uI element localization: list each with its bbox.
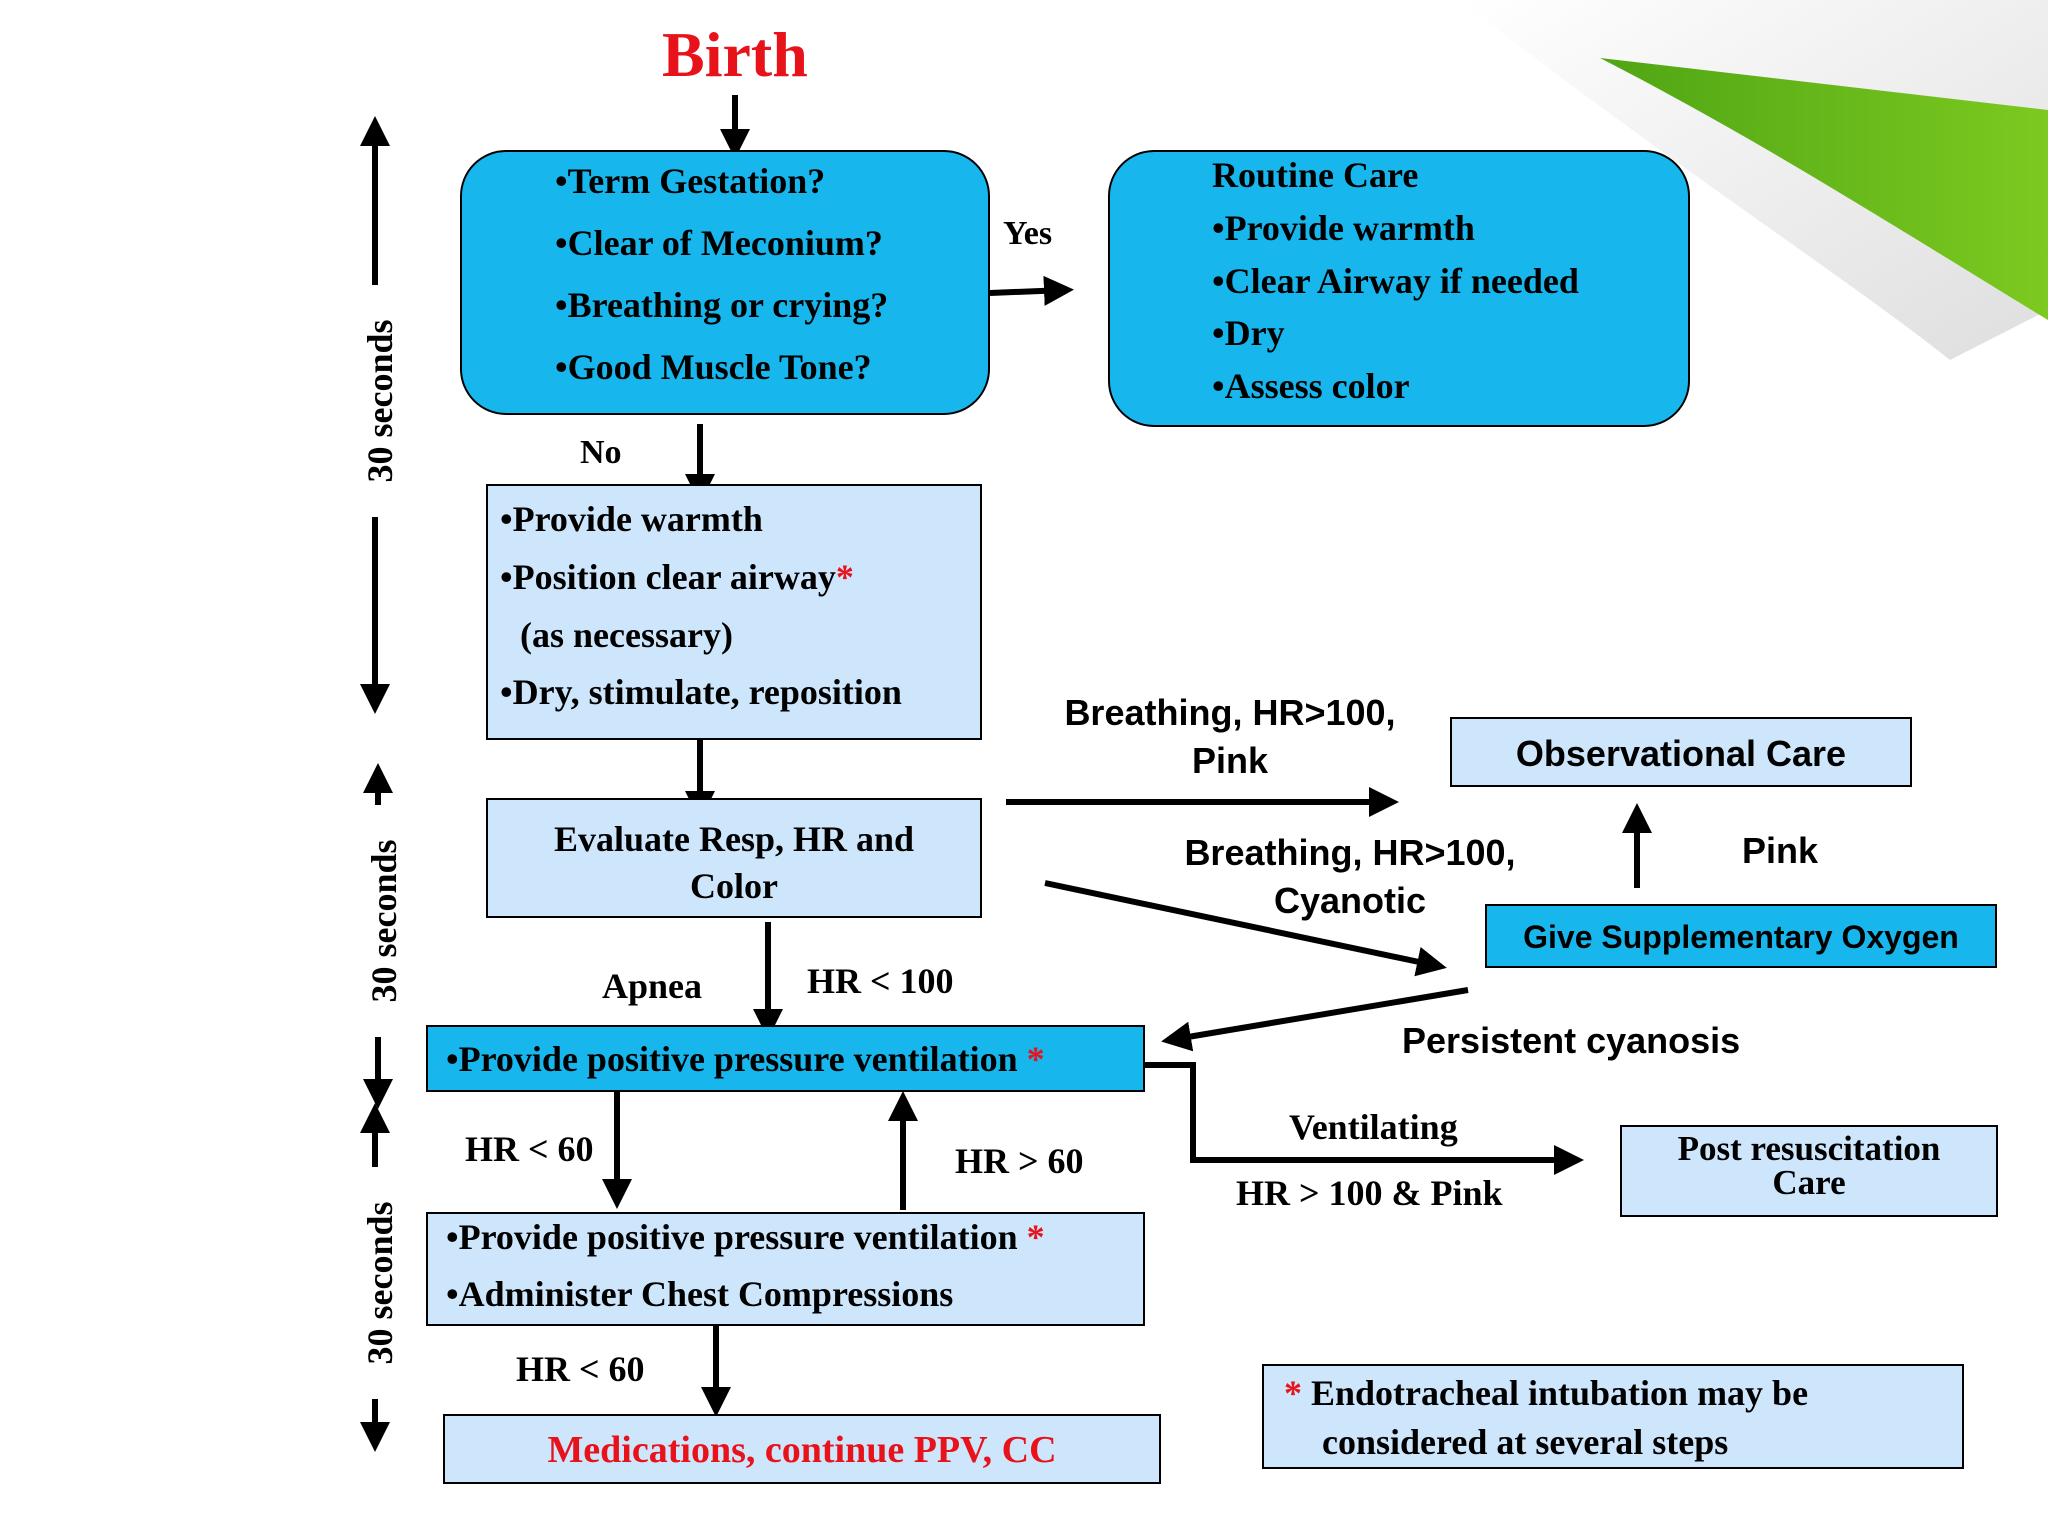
edge-label-hr-lt-60: HR < 60 [465, 1129, 594, 1169]
edge-label-breathing-pink: Breathing, HR>100, [1064, 692, 1396, 733]
ppv-compressions-line: •Administer Chest Compressions [446, 1274, 954, 1314]
edge-label-breathing-cyanotic: Cyanotic [1273, 880, 1427, 921]
ppv-label: •Provide positive pressure ventilation * [446, 1039, 1045, 1079]
supplementary-oxygen-label: Give Supplementary Oxygen [1523, 919, 1959, 955]
evaluate-line: Color [690, 866, 778, 906]
routine-care-item: •Clear Airway if needed [1212, 261, 1579, 301]
no-label: No [580, 434, 622, 471]
edge-label-ventilating: Ventilating [1289, 1107, 1458, 1147]
edge-label-hr-ge-100-pink: HR > 100 & Pink [1236, 1173, 1503, 1213]
question-item: •Term Gestation? [555, 161, 826, 201]
intubation-note-box: * Endotracheal intubation may be conside… [1262, 1364, 1964, 1469]
evaluate-box: Evaluate Resp, HR and Color [486, 798, 982, 918]
routine-care-heading: Routine Care [1212, 155, 1419, 195]
edge-label-hr-gt-60: HR > 60 [955, 1141, 1084, 1181]
intubation-note-line: * Endotracheal intubation may be [1284, 1373, 1809, 1413]
supplementary-oxygen-box: Give Supplementary Oxygen [1485, 904, 1997, 968]
intubation-star-marker: * [1026, 1039, 1045, 1079]
routine-care-box: Routine Care •Provide warmth •Clear Airw… [1108, 150, 1690, 427]
intubation-note-line: considered at several steps [1322, 1422, 1729, 1462]
ppv-box: •Provide positive pressure ventilation * [426, 1025, 1145, 1092]
routine-care-item: •Dry [1212, 313, 1285, 353]
initial-steps-box: •Provide warmth •Position clear airway* … [486, 484, 982, 740]
edge-label-persistent-cyanosis: Persistent cyanosis [1402, 1020, 1741, 1061]
question-item: •Good Muscle Tone? [555, 347, 872, 387]
ppv-compressions-box: •Provide positive pressure ventilation *… [426, 1212, 1145, 1326]
medications-label: Medications, continue PPV, CC [547, 1429, 1057, 1471]
intubation-star-marker: * [1026, 1217, 1045, 1257]
medications-box: Medications, continue PPV, CC [443, 1414, 1161, 1484]
initial-step-item: •Dry, stimulate, reposition [500, 672, 902, 712]
initial-step-item: •Position clear airway* [500, 557, 854, 597]
observational-care-box: Observational Care [1450, 717, 1912, 787]
post-resuscitation-line: Care [1772, 1163, 1846, 1202]
evaluate-line: Evaluate Resp, HR and [553, 819, 915, 859]
timeline-label: 30 seconds [359, 1167, 401, 1399]
post-resuscitation-line: Post resuscitation [1677, 1129, 1941, 1168]
yes-label: Yes [1003, 215, 1053, 252]
timeline-label: 30 seconds [359, 285, 401, 517]
diagram-title: Birth [662, 19, 808, 90]
question-item: •Clear of Meconium? [555, 223, 883, 263]
intubation-star-marker: * [1284, 1373, 1302, 1413]
routine-care-item: •Assess color [1212, 366, 1410, 406]
question-item: •Breathing or crying? [555, 285, 889, 325]
initial-step-item: •Provide warmth [500, 499, 763, 539]
start-questions-box: •Term Gestation? •Clear of Meconium? •Br… [460, 150, 990, 415]
edge-label-hr-lt-60: HR < 60 [516, 1349, 645, 1389]
edge-label-breathing-pink: Pink [1191, 740, 1269, 781]
routine-care-item: •Provide warmth [1212, 208, 1475, 248]
edge-label-apnea: Apnea [602, 966, 703, 1006]
edge-label-hr-lt-100: HR < 100 [807, 961, 954, 1001]
ppv-compressions-line: •Provide positive pressure ventilation * [446, 1217, 1045, 1257]
edge-label-pink: Pink [1742, 830, 1819, 871]
observational-care-label: Observational Care [1515, 733, 1847, 774]
intubation-star-marker: * [835, 557, 854, 597]
post-resuscitation-box: Post resuscitation Care [1620, 1125, 1998, 1217]
initial-step-item: (as necessary) [520, 615, 733, 655]
timeline-label: 30 seconds [363, 805, 405, 1037]
edge-label-breathing-cyanotic: Breathing, HR>100, [1184, 832, 1516, 873]
